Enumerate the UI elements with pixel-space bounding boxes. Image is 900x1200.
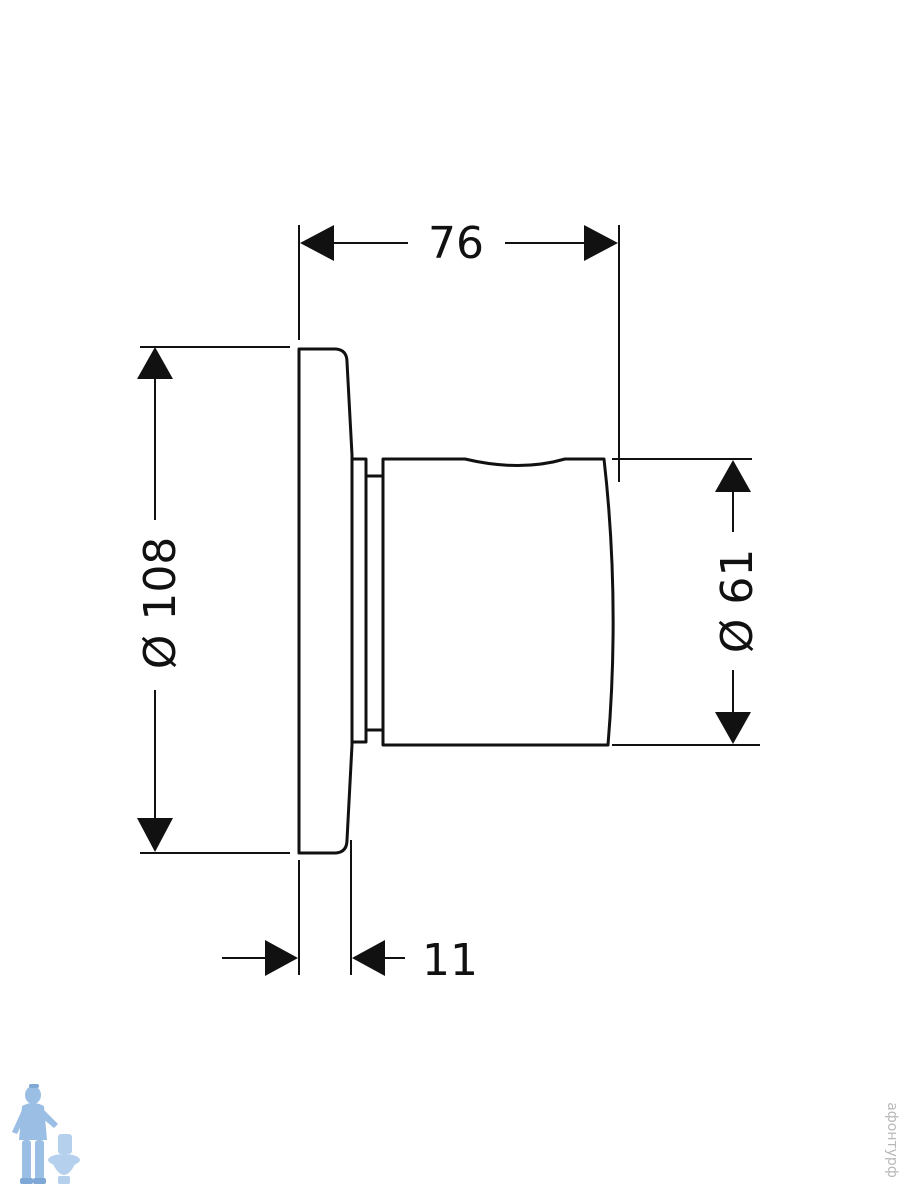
handle-body [381, 457, 615, 747]
dimension-76 [298, 225, 620, 482]
dimension-11 [222, 840, 405, 976]
product-outline [297, 347, 615, 855]
wall-plate [297, 347, 354, 855]
collar [352, 457, 368, 744]
arrowhead-left-pointing [352, 940, 385, 976]
dimension-label-11: 11 [422, 935, 478, 986]
dimension-label-76: 76 [428, 218, 484, 269]
arrowhead-right-pointing [265, 940, 298, 976]
arrowhead-up [715, 460, 751, 492]
collar-step [366, 474, 383, 732]
dimension-label-61: Ø 61 [712, 549, 763, 654]
plumber-mascot-icon [12, 1084, 80, 1184]
arrowhead-right [584, 225, 618, 261]
watermark-text: афонтурф [884, 1102, 900, 1178]
dimension-108 [137, 346, 290, 854]
dimension-label-108: Ø 108 [135, 537, 186, 670]
dimension-61 [612, 458, 760, 746]
arrowhead-down [715, 712, 751, 744]
arrowhead-down [137, 818, 173, 852]
arrowhead-up [137, 347, 173, 379]
arrowhead-left [300, 225, 334, 261]
